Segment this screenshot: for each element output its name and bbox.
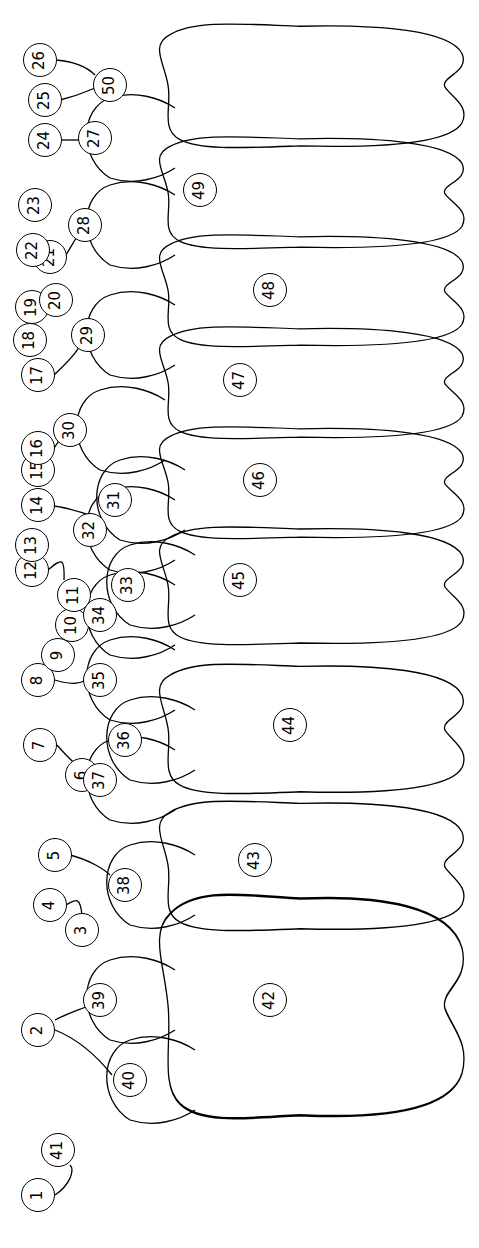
callout-number: 18	[23, 330, 38, 349]
callout-bubble: 46	[243, 463, 277, 497]
callout-bubble: 49	[183, 173, 217, 207]
callout-number: 25	[38, 90, 53, 109]
callout-bubble: 20	[39, 283, 73, 317]
callout-bubble: 37	[83, 763, 117, 797]
callout-number: 22	[26, 240, 41, 259]
callout-bubble: 48	[253, 273, 287, 307]
callout-bubble: 9	[41, 638, 75, 672]
callout-bubble: 42	[253, 983, 287, 1017]
callout-number: 38	[118, 875, 133, 894]
callout-number: 10	[65, 615, 80, 634]
callout-bubble: 38	[108, 868, 142, 902]
callout-number: 29	[81, 325, 96, 344]
callout-bubble: 44	[273, 708, 307, 742]
callout-number: 1	[30, 1190, 45, 1200]
callout-number: 5	[47, 850, 62, 860]
callout-bubble: 18	[13, 323, 47, 357]
callout-bubble: 43	[238, 843, 272, 877]
callout-number: 35	[93, 670, 108, 689]
callout-number: 50	[103, 75, 118, 94]
callout-number: 36	[118, 730, 133, 749]
callout-number: 34	[93, 605, 108, 624]
callout-bubble: 1	[21, 1178, 55, 1212]
callout-bubble: 28	[68, 208, 102, 242]
callout-bubble: 39	[83, 983, 117, 1017]
callout-bubble: 22	[16, 233, 50, 267]
callout-bubble: 24	[28, 123, 62, 157]
callout-bubble: 4	[33, 888, 67, 922]
callout-number: 31	[108, 490, 123, 509]
callout-bubble: 33	[111, 568, 145, 602]
callout-number: 8	[30, 675, 45, 685]
callout-bubble: 3	[65, 913, 99, 947]
callout-bubble: 13	[15, 528, 49, 562]
callout-number: 30	[63, 420, 78, 439]
callout-number: 24	[38, 130, 53, 149]
callout-number: 43	[248, 850, 263, 869]
callout-number: 13	[25, 535, 40, 554]
callout-number: 26	[33, 50, 48, 69]
callout-number: 27	[88, 128, 103, 147]
callout-number: 28	[78, 215, 93, 234]
callout-bubble: 35	[83, 663, 117, 697]
callout-bubble: 25	[28, 83, 62, 117]
callout-number: 40	[123, 1070, 138, 1089]
callout-number: 46	[253, 470, 268, 489]
callout-bubble: 2	[21, 1013, 55, 1047]
callout-bubble: 30	[53, 413, 87, 447]
callout-number: 2	[30, 1025, 45, 1035]
callout-number: 17	[31, 365, 46, 384]
callout-number: 44	[283, 715, 298, 734]
callout-number: 19	[25, 297, 40, 316]
callout-number: 9	[50, 650, 65, 660]
callout-bubble: 45	[223, 563, 257, 597]
callout-number: 7	[32, 740, 47, 750]
callout-number: 37	[93, 770, 108, 789]
callout-bubble: 32	[73, 513, 107, 547]
callout-bubble: 16	[21, 431, 55, 465]
callout-bubble: 36	[108, 723, 142, 757]
callout-bubble: 40	[113, 1063, 147, 1097]
middle-figures	[77, 95, 195, 1124]
callout-number: 48	[263, 280, 278, 299]
callout-bubble: 14	[21, 488, 55, 522]
callout-bubble: 29	[71, 318, 105, 352]
callout-bubble: 34	[83, 598, 117, 632]
callout-number: 33	[121, 575, 136, 594]
callout-bubble: 41	[41, 1133, 75, 1167]
callout-number: 3	[74, 925, 89, 935]
callout-number: 12	[25, 560, 40, 579]
callout-number: 49	[193, 180, 208, 199]
callout-bubble: 47	[223, 363, 257, 397]
callout-bubble: 27	[78, 121, 112, 155]
callout-number: 32	[83, 520, 98, 539]
callout-number: 45	[233, 570, 248, 589]
callout-bubble: 23	[18, 188, 52, 222]
callout-bubble: 5	[38, 838, 72, 872]
callout-number: 16	[31, 438, 46, 457]
callout-bubble: 26	[23, 43, 57, 77]
callout-bubble: 17	[21, 358, 55, 392]
callout-number: 20	[49, 290, 64, 309]
callout-number: 47	[233, 370, 248, 389]
callout-number: 14	[31, 495, 46, 514]
callout-number: 42	[263, 990, 278, 1009]
callout-number: 41	[51, 1140, 66, 1159]
callout-number: 23	[28, 195, 43, 214]
callout-number: 4	[42, 900, 57, 910]
callout-bubble: 7	[23, 728, 57, 762]
callout-bubble: 31	[98, 483, 132, 517]
callout-bubble: 50	[93, 68, 127, 102]
callout-number: 39	[93, 990, 108, 1009]
front-figures	[160, 24, 465, 1118]
callout-number: 11	[67, 585, 82, 604]
